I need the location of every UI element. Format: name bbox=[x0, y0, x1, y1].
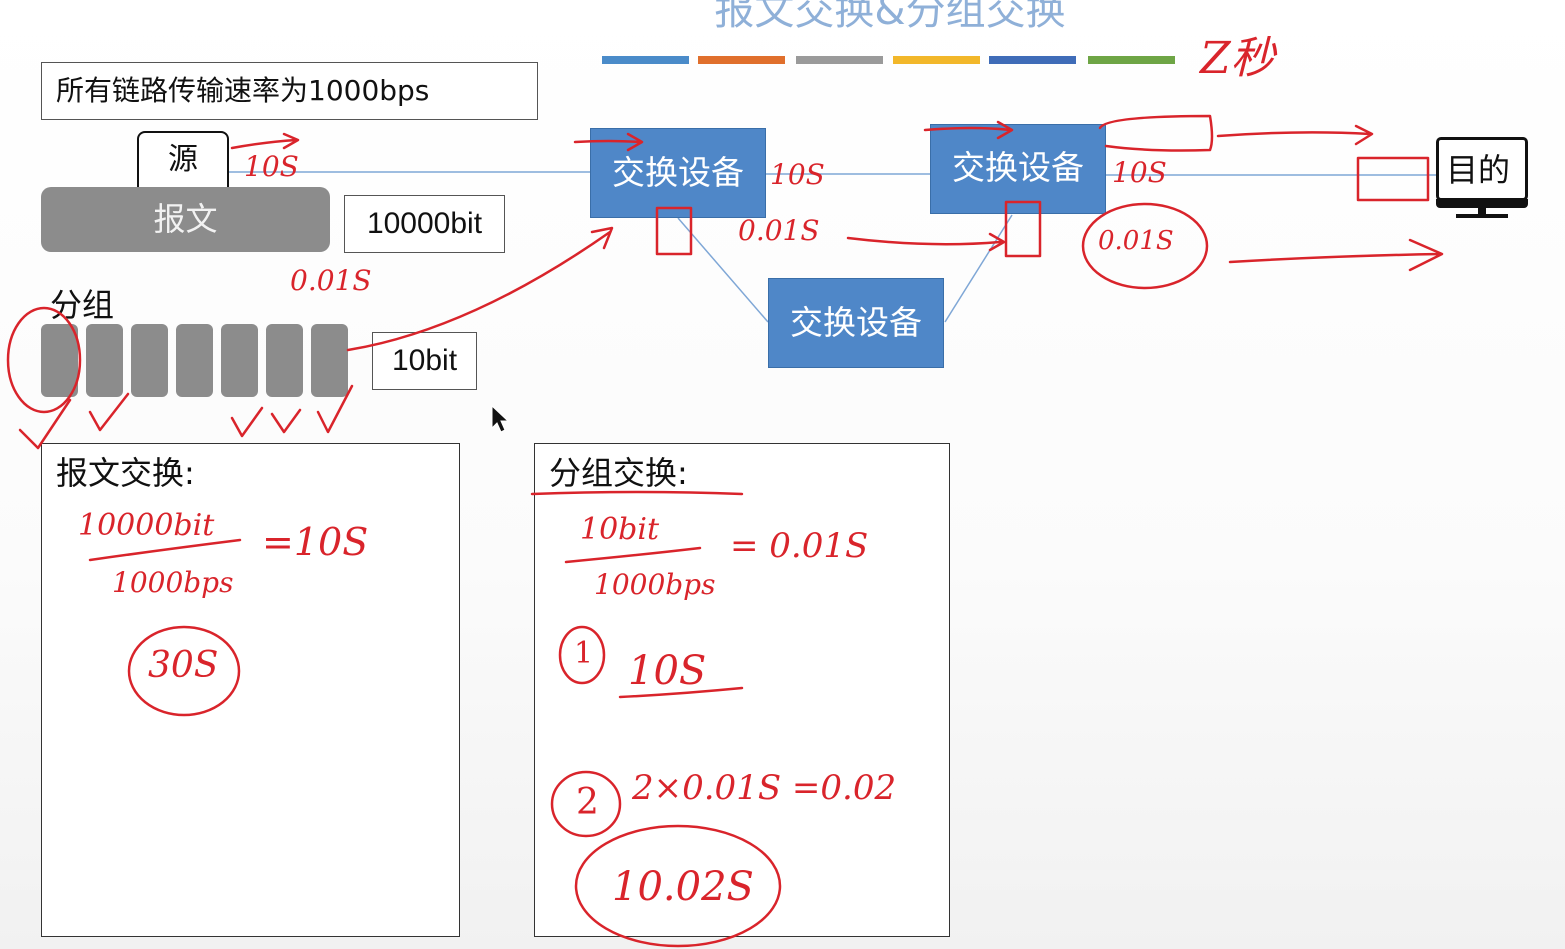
annotation-step1-val: 10S bbox=[628, 648, 707, 694]
packet-block bbox=[131, 324, 168, 397]
message-block: 报文 bbox=[41, 187, 330, 252]
annotation-hop-time: 0.01S bbox=[738, 214, 820, 247]
annotation-msg-numerator: 10000bit bbox=[78, 508, 215, 543]
message-size: 10000bit bbox=[344, 195, 505, 253]
packet-switching-panel: 分组交换: bbox=[534, 443, 950, 937]
annotation-pkt-result: = 0.01S bbox=[730, 526, 869, 566]
annotation-msg-result: =10S bbox=[262, 520, 369, 564]
annotation-link3-time: 10S bbox=[1112, 156, 1167, 189]
annotation-final-hop-time: 0.01S bbox=[1098, 226, 1174, 256]
color-bar-2 bbox=[698, 56, 785, 64]
switch-device-3: 交换设备 bbox=[768, 278, 944, 368]
destination-label: 目的 bbox=[1446, 151, 1511, 189]
destination-node: 目的 bbox=[1436, 137, 1530, 219]
color-bar-4 bbox=[893, 56, 980, 64]
annotation-pkt-numerator: 10bit bbox=[580, 512, 660, 547]
switch-device-2: 交换设备 bbox=[930, 124, 1106, 214]
link-rate-note: 所有链路传输速率为1000bps bbox=[41, 62, 538, 120]
color-bar-3 bbox=[796, 56, 883, 64]
annotation-pkt-total: 10.02S bbox=[612, 864, 754, 910]
annotation-corner-note: Z秒 bbox=[1200, 33, 1275, 84]
annotation-step2-num: 2 bbox=[576, 782, 599, 823]
switch-device-1: 交换设备 bbox=[590, 128, 766, 218]
annotation-step1-num: 1 bbox=[574, 636, 594, 671]
packet-switching-title: 分组交换: bbox=[549, 454, 688, 492]
annotation-packet-time: 0.01S bbox=[290, 264, 372, 297]
annotation-link2-time: 10S bbox=[770, 158, 825, 191]
color-bar-5 bbox=[989, 56, 1076, 64]
source-node: 源 bbox=[137, 131, 229, 187]
slide-title: 报文交换&分组交换 bbox=[714, 0, 1066, 34]
color-bar-1 bbox=[602, 56, 689, 64]
color-bar-6 bbox=[1088, 56, 1175, 64]
packet-block bbox=[311, 324, 348, 397]
message-switching-panel: 报文交换: bbox=[41, 443, 460, 937]
message-switching-title: 报文交换: bbox=[56, 454, 195, 492]
packet-block bbox=[41, 324, 78, 397]
annotation-link1-time: 10S bbox=[244, 150, 299, 183]
packets-label: 分组 bbox=[50, 286, 115, 324]
annotation-pkt-denominator: 1000bps bbox=[594, 568, 716, 601]
packet-block bbox=[86, 324, 123, 397]
annotation-step2-val: 2×0.01S =0.02 bbox=[632, 768, 897, 808]
annotation-msg-total: 30S bbox=[148, 645, 219, 686]
packet-block bbox=[221, 324, 258, 397]
packet-block bbox=[266, 324, 303, 397]
packet-block bbox=[176, 324, 213, 397]
annotation-msg-denominator: 1000bps bbox=[112, 566, 234, 599]
